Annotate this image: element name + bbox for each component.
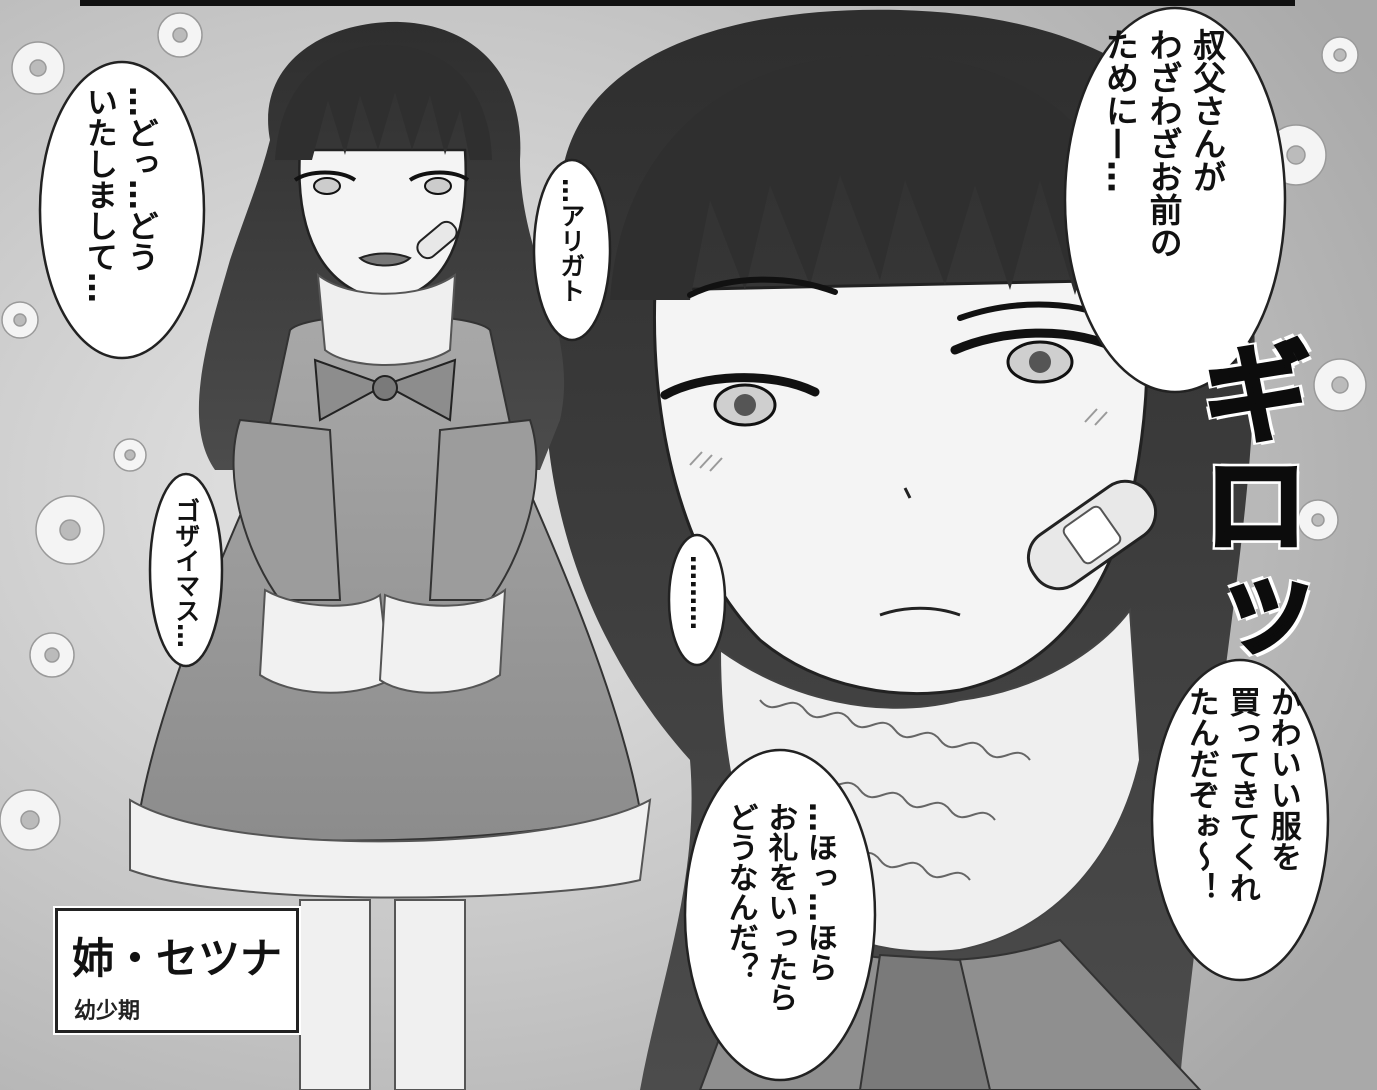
speech-text: 叔父さんが わざわざお前の ために—…: [1100, 28, 1227, 259]
speech-bubble-hora: …ほっ…ほら お礼をいったら どうなんだ？: [720, 802, 839, 1012]
panel-top-border: [80, 0, 1295, 6]
speech-bubble-uncle: 叔父さんが わざわざお前の ために—…: [1098, 28, 1229, 259]
character-name: 姉・セツナ: [72, 934, 283, 983]
character-era: 幼少期: [74, 999, 141, 1024]
speech-bubble-doitashimashite: …どっ…どう いたしまして…: [78, 86, 160, 303]
speech-text: かわいい服を 買ってきてくれ たんだぞぉ〜！: [1182, 686, 1301, 903]
speech-bubble-arigato: …アリガト: [554, 178, 588, 303]
speech-text: ゴザイマス…: [171, 498, 201, 648]
speech-text: …アリガト: [556, 178, 586, 303]
sound-effect-giro: ギロッ: [1180, 334, 1313, 673]
speech-bubble-ellipsis: ………: [682, 555, 716, 630]
speech-bubble-shapes: [38, 6, 1330, 1082]
full-body-girl: [129, 21, 652, 1090]
sfx-text: ギロッ: [1180, 334, 1313, 673]
speech-text: ………: [684, 555, 714, 630]
speech-bubble-kawaii: かわいい服を 買ってきてくれ たんだぞぉ〜！: [1180, 686, 1303, 903]
flower-pattern: [0, 12, 1367, 851]
speech-bubble-gozaimasu: ゴザイマス…: [169, 498, 203, 648]
speech-text: …ほっ…ほら お礼をいったら どうなんだ？: [722, 802, 837, 1012]
speech-text: …どっ…どう いたしまして…: [80, 86, 158, 303]
character-caption-box: 姉・セツナ 幼少期: [53, 906, 301, 1035]
